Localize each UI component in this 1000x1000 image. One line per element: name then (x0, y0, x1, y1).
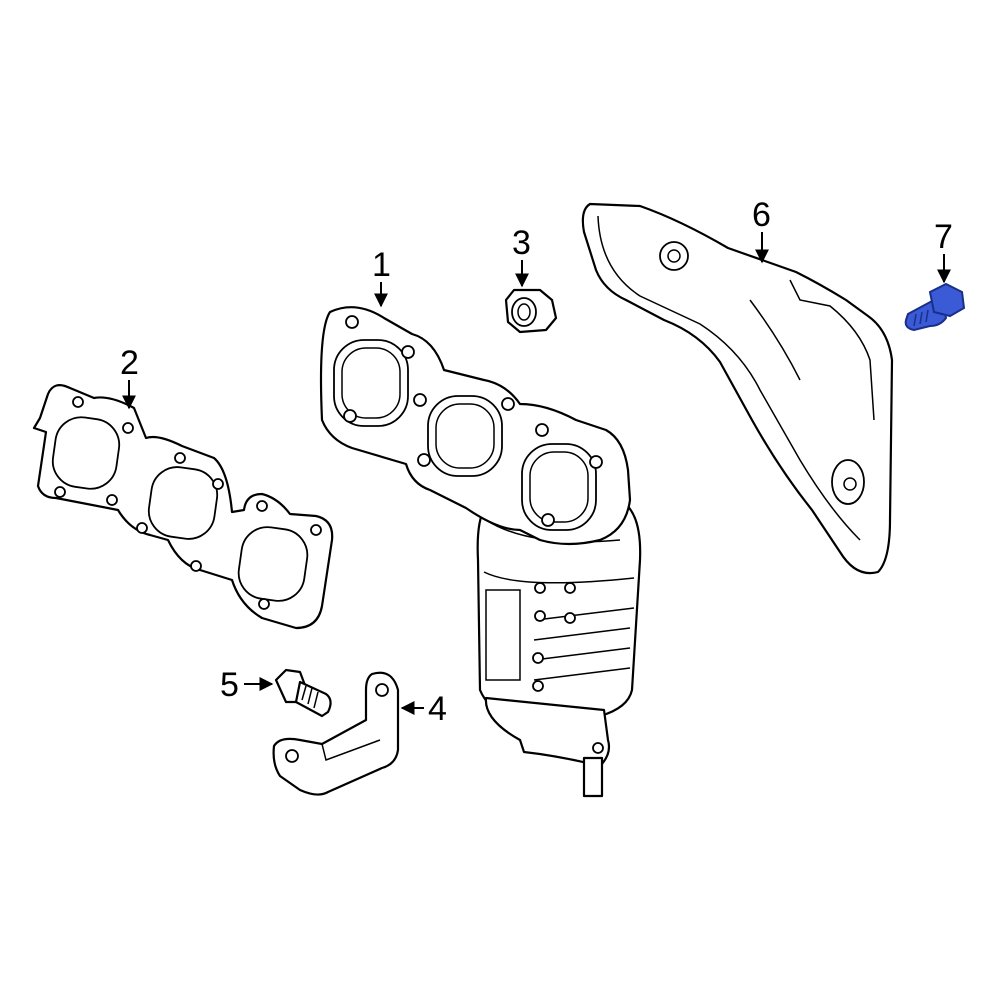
callouts: 1 2 3 4 5 6 7 (120, 196, 953, 728)
part-2-gasket[interactable] (32, 383, 334, 630)
part-3-nut[interactable] (504, 288, 558, 334)
callout-4: 4 (428, 690, 447, 728)
callout-7: 7 (934, 218, 953, 256)
part-5-bolt[interactable] (274, 668, 332, 718)
part-6-heat-shield[interactable] (581, 202, 894, 575)
callout-1: 1 (372, 246, 391, 284)
callout-3: 3 (512, 224, 531, 262)
callout-6: 6 (752, 196, 771, 234)
part-1-exhaust-manifold[interactable] (319, 306, 642, 798)
part-4-bracket[interactable] (272, 671, 400, 796)
callout-5: 5 (220, 666, 239, 704)
part-7-bolt-highlighted[interactable] (904, 282, 966, 332)
callout-2: 2 (120, 344, 139, 382)
